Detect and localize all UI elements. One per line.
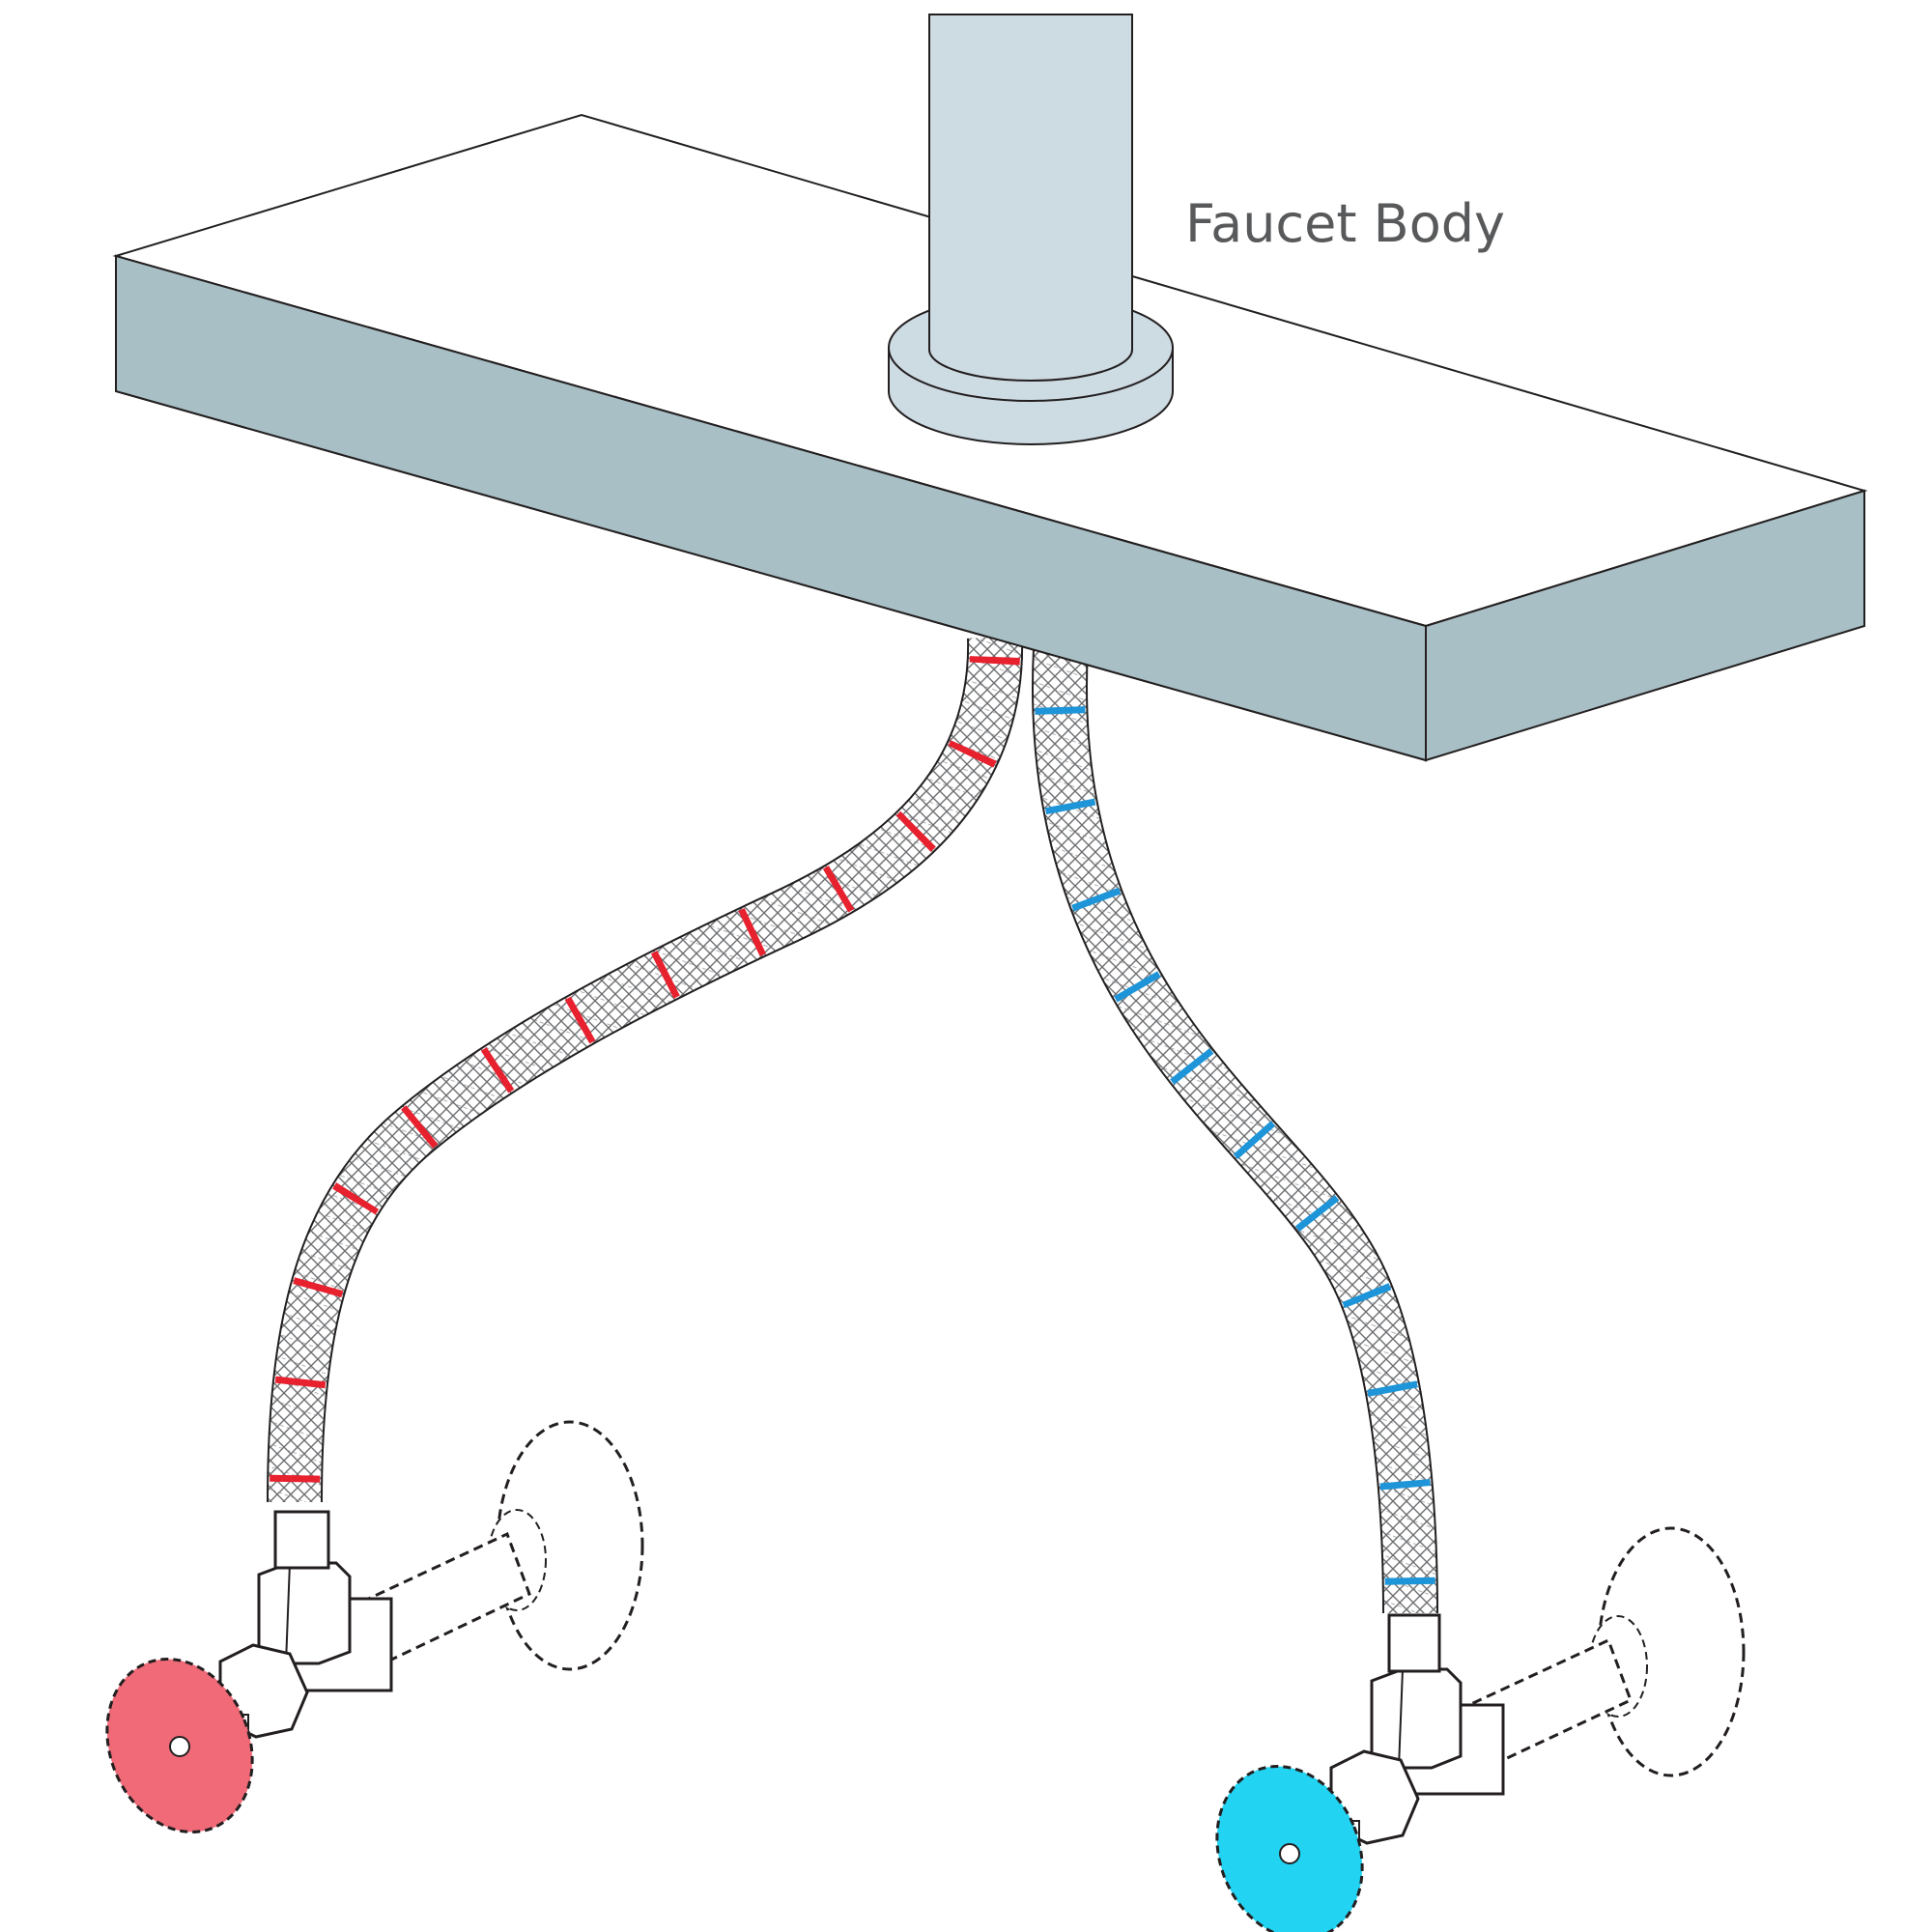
hot-hose-shadow <box>267 637 1024 1503</box>
hot-hose-weave <box>269 637 1022 1503</box>
hot-nut-edge <box>285 1562 291 1664</box>
hot-hose-stripes <box>270 637 1021 1503</box>
handle-screw-icon <box>1279 1843 1300 1864</box>
hot-hose <box>269 637 1022 1503</box>
faucet-body <box>888 14 1174 445</box>
hot-ferrule <box>273 1510 330 1570</box>
cold-compression-nut <box>1370 1667 1463 1770</box>
faucet-body-label: Faucet Body <box>1185 193 1505 254</box>
cold-supply-line <box>1032 647 1438 1614</box>
faucet-column <box>928 14 1133 382</box>
cold-hose-weave <box>1034 647 1436 1614</box>
hot-shutoff-valve <box>105 1420 644 1833</box>
hot-supply-line <box>267 637 1024 1503</box>
cold-ferrule <box>1387 1613 1441 1673</box>
countertop-front-overlay <box>115 254 1427 762</box>
handle-screw-icon <box>169 1736 190 1757</box>
cold-shutoff-valve <box>1215 1526 1746 1932</box>
cold-nut-edge <box>1398 1668 1404 1769</box>
